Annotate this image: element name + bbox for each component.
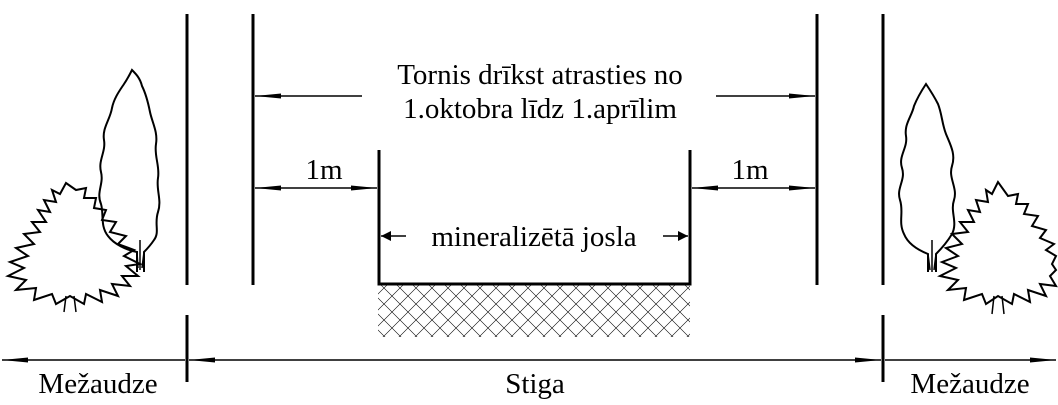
right-trees-icon: [898, 82, 1058, 315]
right-deciduous-tree-icon: [898, 82, 956, 272]
annotation-line-2: 1.oktobra līdz 1.aprīlim: [403, 93, 677, 125]
left-deciduous-tree-icon: [98, 68, 161, 272]
left-spruce-tree-icon: [5, 181, 144, 306]
annotation-line-1: Tornis drīkst atrasties no: [397, 59, 683, 91]
left-trees-icon: [5, 68, 161, 313]
left-gap-label: 1m: [305, 154, 343, 186]
clearing-label: Stiga: [505, 368, 565, 400]
right-spruce-tree-icon: [937, 180, 1058, 306]
right-gap-label: 1m: [731, 154, 769, 186]
left-forest-label: Mežaudze: [38, 368, 157, 400]
mineralized-strip-outline: [377, 150, 692, 286]
mineralized-strip-hatching: [378, 285, 690, 337]
right-forest-label: Mežaudze: [910, 368, 1029, 400]
mineralized-strip-label: mineralizētā josla: [431, 221, 636, 253]
